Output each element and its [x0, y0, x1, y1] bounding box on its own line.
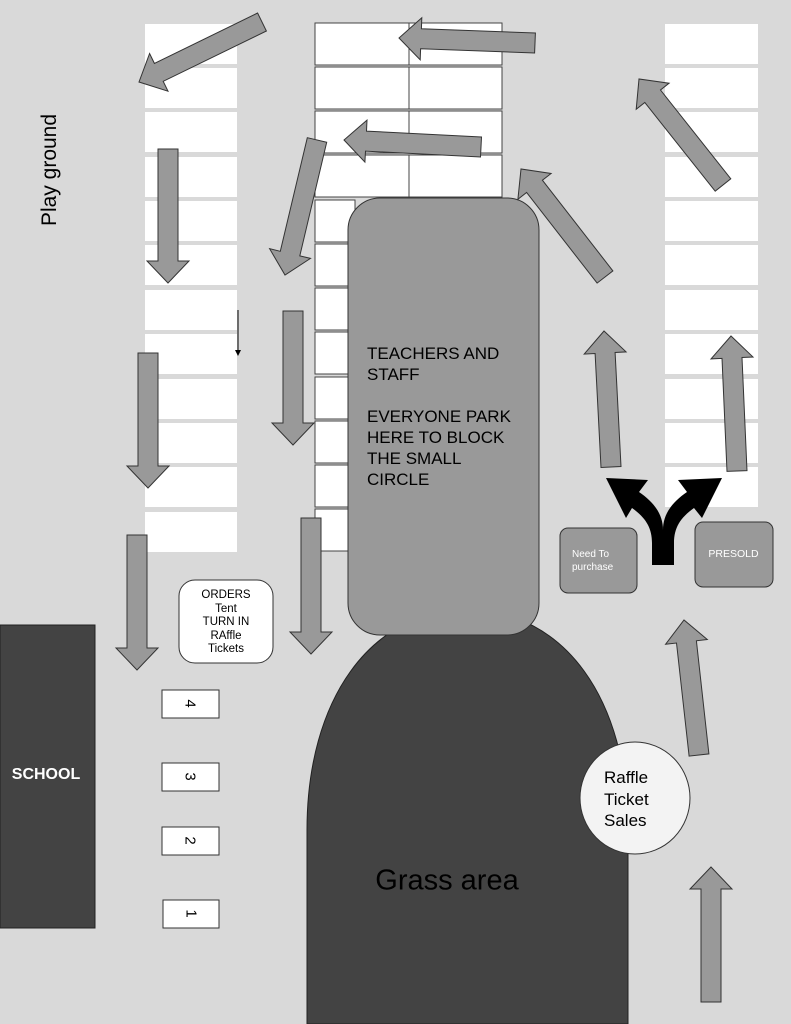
station-number-1: 1	[182, 909, 200, 918]
grass-area-label: Grass area	[375, 864, 519, 897]
arrow-middle-col-2	[288, 517, 334, 655]
arrow-right-diagonal-1	[517, 168, 614, 284]
station-number-3: 3	[181, 772, 199, 781]
arrow-left-col-3	[114, 534, 160, 671]
station-box-1	[162, 899, 220, 929]
orders-tent-label: ORDERS Tent TURN IN RAffle Tickets	[201, 589, 251, 655]
arrow-presold-up	[709, 335, 755, 472]
station-box-2	[161, 826, 220, 856]
arrow-middle-diagonal	[268, 137, 328, 276]
arrow-purchase-up	[583, 330, 628, 469]
station-box-4	[161, 689, 220, 719]
school-label: SCHOOL	[11, 766, 81, 783]
grass-area	[306, 609, 629, 1024]
arrow-right-diagonal-2	[635, 78, 732, 192]
arrow-middle-top-2	[343, 118, 483, 164]
presold-booth	[694, 521, 774, 588]
traffic-arrows	[114, 12, 755, 1003]
school-building	[0, 624, 96, 929]
arrow-left-col-2	[125, 352, 171, 489]
arrow-raffle-up	[664, 619, 710, 757]
arrow-middle-col-1	[270, 310, 316, 446]
arrow-middle-top-1	[398, 16, 536, 61]
station-number-2: 2	[181, 836, 199, 845]
fork-arrow-icon	[606, 478, 722, 565]
station-number-4: 4	[181, 699, 199, 708]
teachers-staff-area	[347, 197, 540, 636]
presold-label: PRESOLD	[708, 548, 759, 560]
arrow-left-col-1	[145, 148, 191, 284]
station-box-3	[161, 762, 220, 792]
need-to-purchase-booth	[559, 527, 638, 594]
need-to-purchase-label: Need To purchase	[572, 549, 614, 573]
arrow-top-left	[138, 12, 268, 93]
raffle-ticket-sales-circle	[579, 741, 691, 855]
station-boxes	[161, 689, 220, 929]
thin-pointer	[235, 310, 241, 356]
playground-label: Play ground	[38, 113, 61, 227]
teachers-staff-label: TEACHERS AND STAFF EVERYONE PARK HERE TO…	[367, 344, 511, 489]
raffle-ticket-sales-label: Raffle Ticket Sales	[604, 768, 649, 830]
orders-tent	[178, 579, 274, 664]
arrow-entrance-up	[688, 866, 734, 1003]
